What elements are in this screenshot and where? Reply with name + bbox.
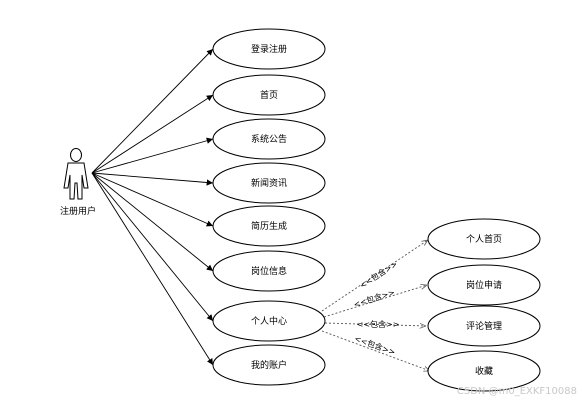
include-label-2: <<包含>> [352,287,396,310]
included-use-cases: 个人首页 岗位申请 评论管理 收藏 [427,218,541,392]
use-case-personal: 个人中心 [212,300,326,342]
actor-registered-user: 注册用户 [60,148,96,217]
watermark: CSDN @m0_EXKF10088 [457,386,577,397]
assoc-notice [91,137,214,174]
use-case-account: 我的账户 [212,344,326,386]
use-case-label: 系统公告 [251,133,287,145]
include-lines [321,240,430,371]
use-case-notice: 系统公告 [212,118,326,160]
use-case-label: 收藏 [475,365,493,377]
assoc-personal [91,172,214,322]
use-case-label: 岗位信息 [251,265,287,277]
assoc-jobs [91,172,214,272]
use-case-comment-manage: 评论管理 [427,305,541,347]
use-case-jobs: 岗位信息 [212,250,326,292]
use-case-personal-home: 个人首页 [427,218,541,260]
include-line-personal-home [321,240,428,312]
use-case-label: 简历生成 [251,220,287,232]
use-case-login: 登录注册 [212,28,326,70]
use-case-label: 个人中心 [251,315,287,327]
assoc-account [91,172,214,366]
stick-figure-icon [63,148,89,200]
use-case-news: 新闻资讯 [212,162,326,204]
use-case-label: 首页 [260,89,278,101]
include-line-comment-manage [324,322,426,326]
use-case-label: 岗位申请 [466,279,502,291]
include-line-favorites [321,330,430,371]
use-case-favorites: 收藏 [427,350,541,392]
include-label-1: <<包含>> [358,259,399,291]
use-cases: 登录注册 首页 系统公告 新闻资讯 简历生成 岗位信息 个人中心 我的账户 [212,28,326,386]
use-case-label: 评论管理 [466,320,502,332]
include-labels: <<包含>> <<包含>> <<包含>> <<包含>> [352,259,399,358]
assoc-resume [91,172,214,227]
use-case-label: 我的账户 [251,359,287,371]
association-lines [91,48,214,366]
include-label-3: <<包含>> [357,319,400,329]
assoc-home [91,94,214,174]
use-case-label: 登录注册 [251,43,287,55]
use-case-home: 首页 [212,74,326,116]
actor-label: 注册用户 [60,205,96,217]
assoc-login [91,48,214,174]
use-case-job-apply: 岗位申请 [427,264,541,306]
assoc-news [91,172,214,186]
include-line-job-apply [323,285,427,318]
use-case-label: 新闻资讯 [251,177,287,189]
use-case-label: 个人首页 [466,233,502,245]
use-case-resume: 简历生成 [212,205,326,247]
